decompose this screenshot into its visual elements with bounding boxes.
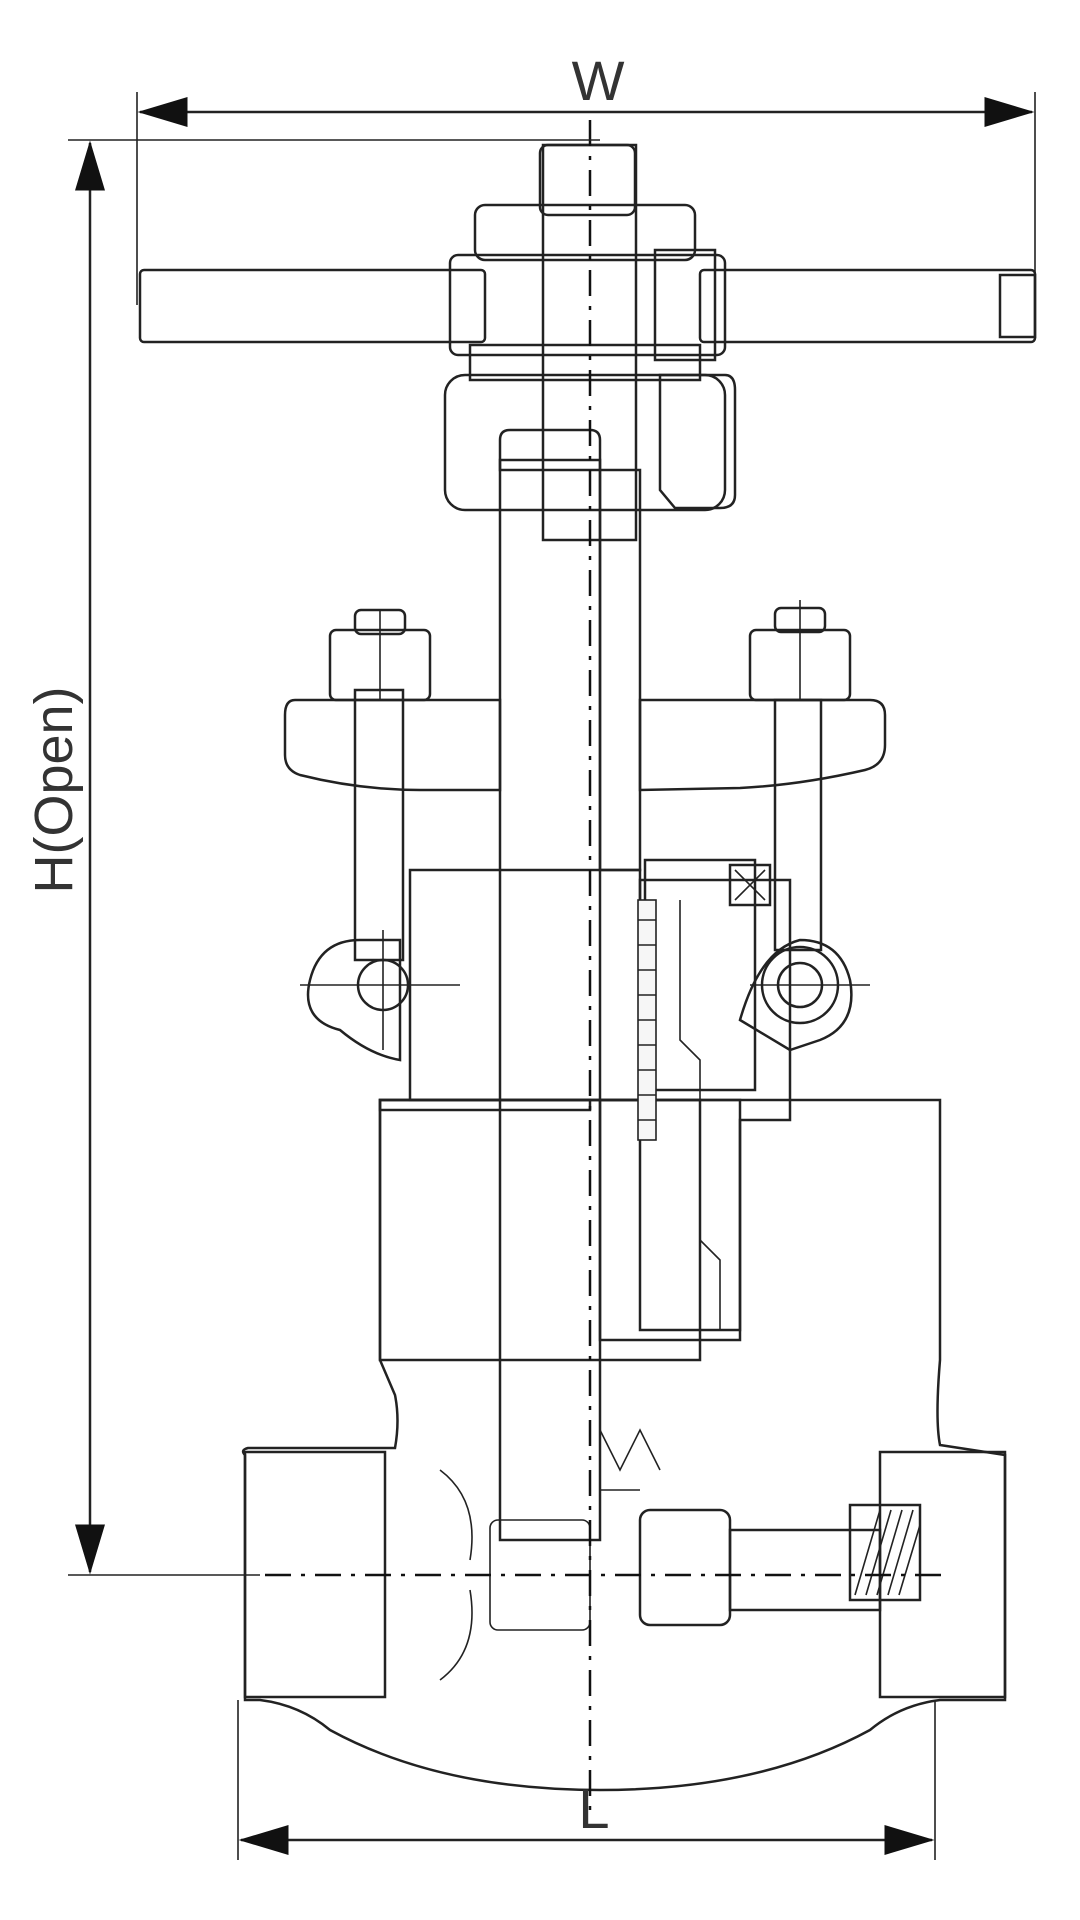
height-label: H(Open) xyxy=(24,686,84,893)
valve-body xyxy=(241,1098,1007,1792)
packing-gland xyxy=(637,858,772,1141)
bonnet xyxy=(378,868,792,1362)
threaded-insert xyxy=(848,1503,922,1602)
dimension-w: W xyxy=(136,49,1036,305)
right-socket-end xyxy=(878,1450,1007,1699)
yoke-plate xyxy=(283,600,887,792)
valve-stem xyxy=(498,143,642,1542)
dimension-h: H(Open) xyxy=(24,139,600,1576)
yoke-nut-housing xyxy=(443,343,737,512)
seat-detail xyxy=(599,1428,922,1627)
center-lines xyxy=(265,120,950,1810)
handwheel-bar xyxy=(138,143,1037,362)
dimension-l: L xyxy=(237,1700,936,1860)
width-label: W xyxy=(572,49,625,112)
yoke-arms xyxy=(300,688,870,1062)
length-label: L xyxy=(578,1777,609,1840)
